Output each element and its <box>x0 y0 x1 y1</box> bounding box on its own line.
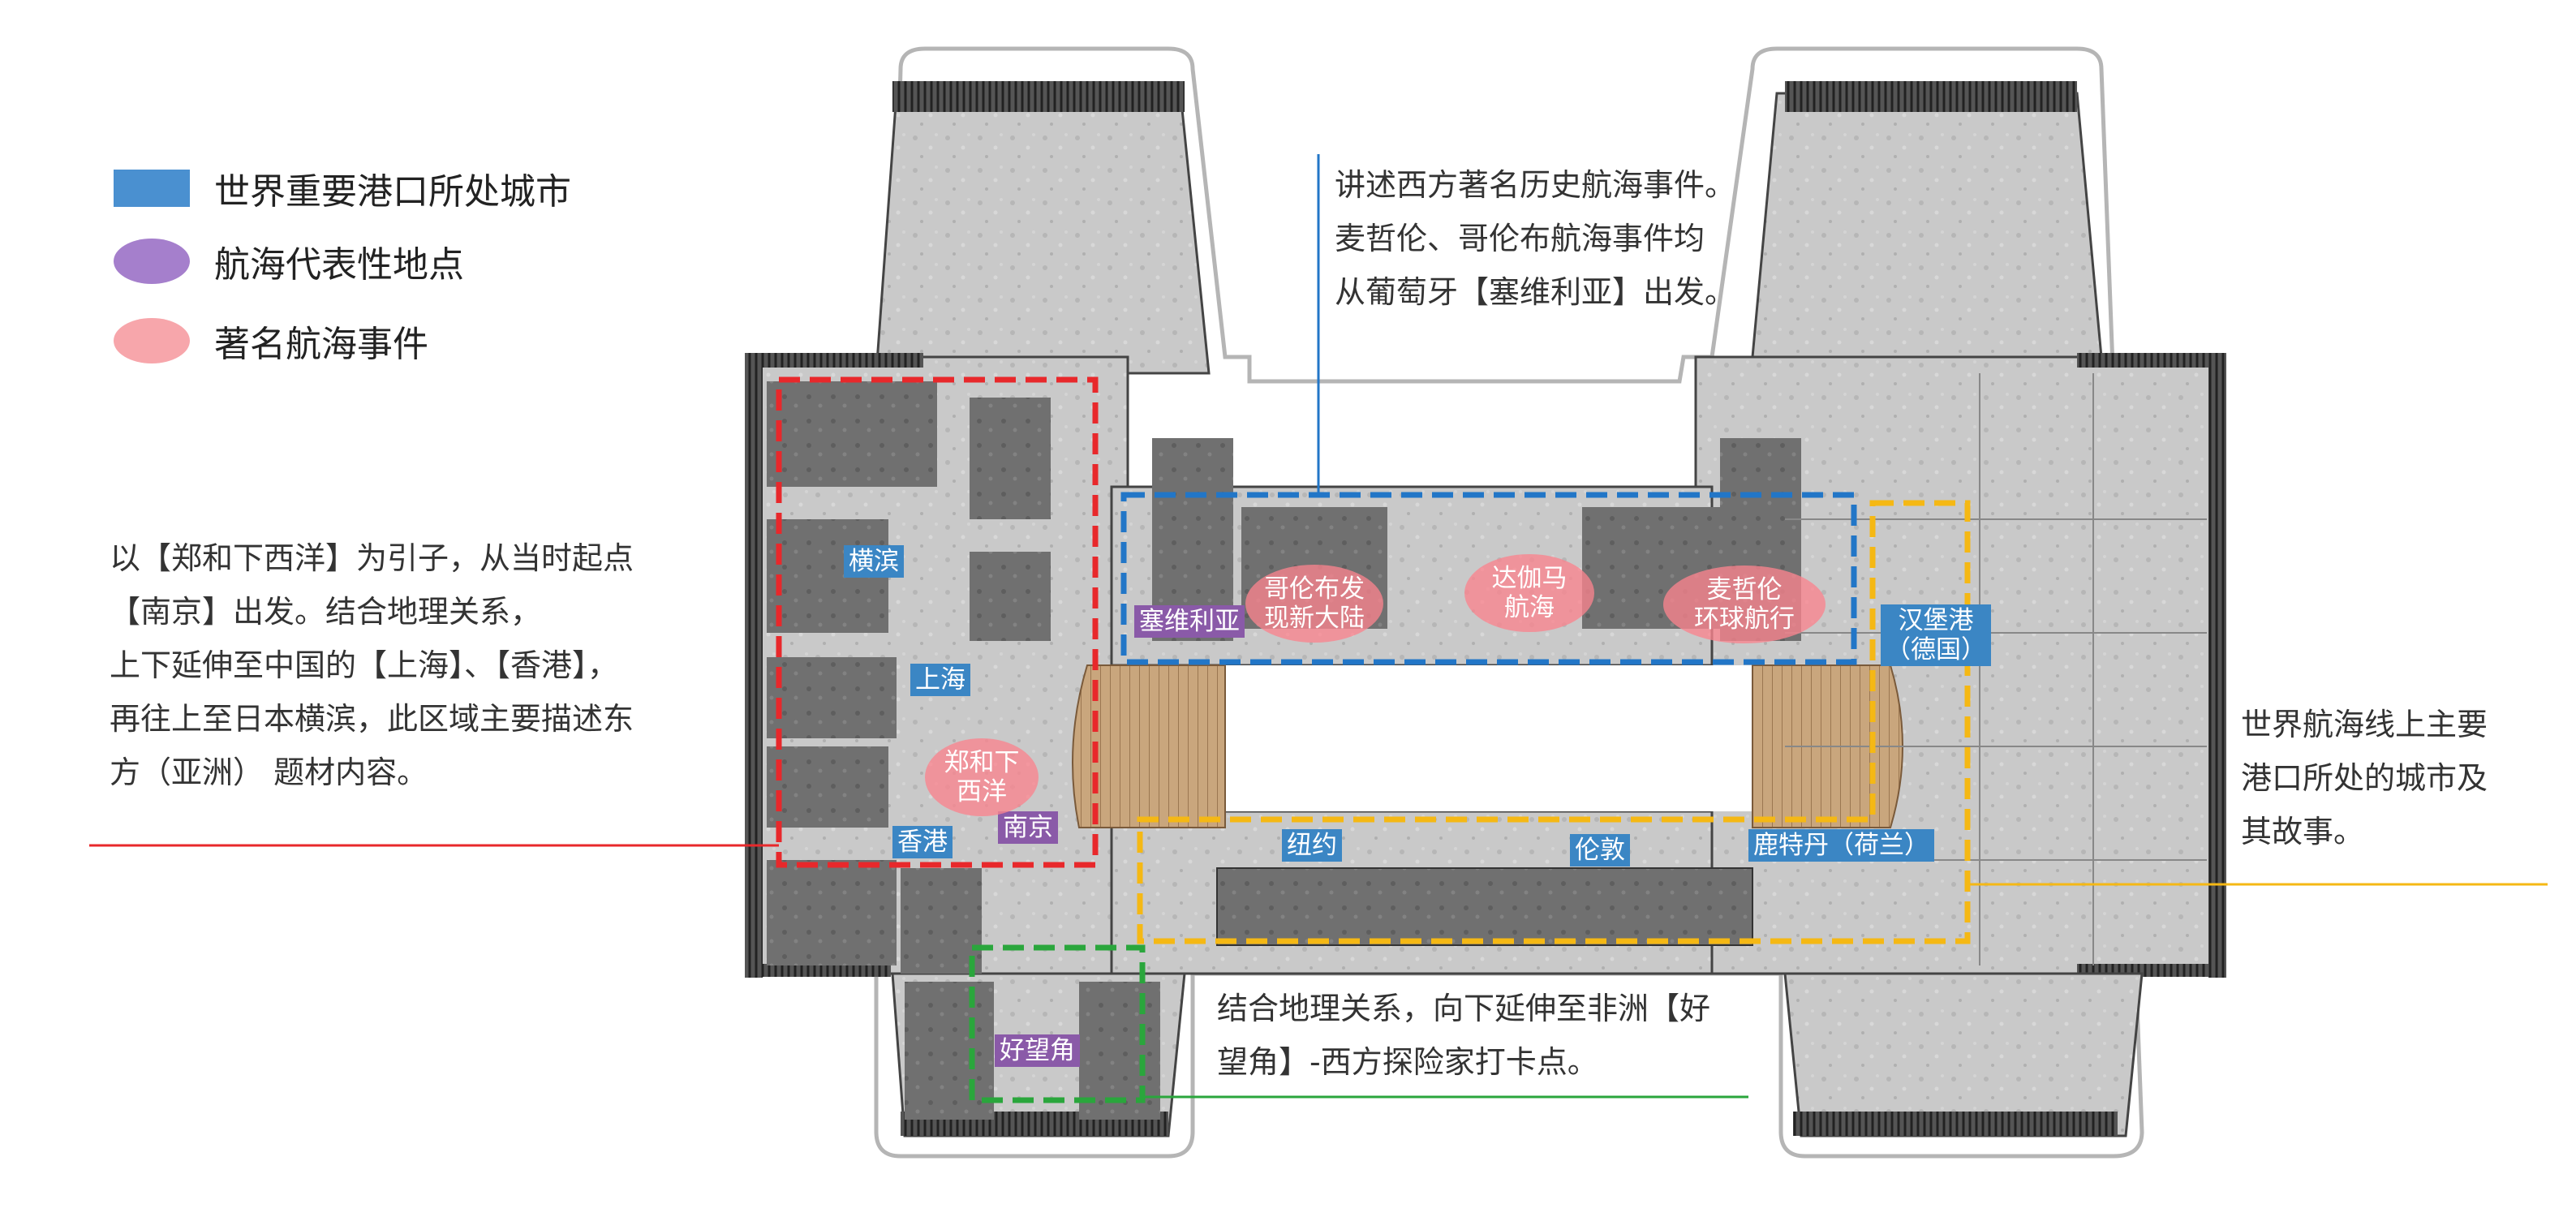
zone-blue-seville <box>1120 492 1857 665</box>
place-label-cape: 好望角 <box>995 1034 1080 1067</box>
legend-label: 世界重要港口所处城市 <box>214 171 571 213</box>
wing-top-left <box>875 81 1211 375</box>
event-text-line: 现新大陆 <box>1264 604 1365 633</box>
annotation-line: 望角】-西方探险家打卡点。 <box>1217 1044 1598 1080</box>
city-label-yokohama: 横滨 <box>844 545 904 578</box>
annotation-line: 结合地理关系，向下延伸至非洲【好 <box>1217 991 1711 1026</box>
place-label-seville: 塞维利亚 <box>1134 605 1245 638</box>
annotation-line: 再往上至日本横滨，此区域主要描述东 <box>110 701 634 737</box>
legend-item-port-city: 世界重要港口所处城市 <box>114 162 571 214</box>
event-text-line: 西洋 <box>957 777 1007 806</box>
annotation-line: 其故事。 <box>2241 814 2365 849</box>
event-text-line: 麦哲伦 <box>1706 575 1783 604</box>
event-magellan: 麦哲伦 环球航行 <box>1663 565 1826 643</box>
annotation-line: 讲述西方著名历史航海事件。 <box>1335 167 1736 203</box>
annotation-line: 方（亚洲） 题材内容。 <box>110 755 428 790</box>
zone-green-cape <box>969 944 1146 1103</box>
event-columbus: 哥伦布发 现新大陆 <box>1245 565 1383 643</box>
legend-item-famous-event: 著名航海事件 <box>114 315 428 367</box>
legend-swatch-rect <box>114 170 190 207</box>
annotation-line: 【南京】出发。结合地理关系， <box>110 594 542 630</box>
annotation-bottom: 结合地理关系，向下延伸至非洲【好 望角】-西方探险家打卡点。 <box>1217 982 1710 1089</box>
zone-yellow-ports <box>1137 500 1971 944</box>
building-outline <box>874 46 2144 1159</box>
annotation-line: 世界航海线上主要 <box>2241 707 2488 742</box>
atrium <box>1217 665 1761 811</box>
event-zhenghe: 郑和下 西洋 <box>925 738 1039 816</box>
event-text-line: 环球航行 <box>1694 604 1795 634</box>
city-label-london: 伦敦 <box>1570 834 1630 867</box>
annotation-line: 麦哲伦、哥伦布航海事件均 <box>1335 221 1705 256</box>
city-label-line: （德国） <box>1886 635 1986 664</box>
city-label-hongkong: 香港 <box>892 826 953 858</box>
legend-label: 航海代表性地点 <box>214 244 464 286</box>
city-label-hamburg: 汉堡港 （德国） <box>1881 604 1991 666</box>
city-label-rotterdam: 鹿特丹（荷兰） <box>1748 829 1934 862</box>
legend-swatch-ellipse <box>114 318 190 363</box>
annotation-right: 世界航海线上主要 港口所处的城市及 其故事。 <box>2241 698 2488 858</box>
event-text-line: 航海 <box>1504 593 1555 622</box>
zone-red-asia <box>776 376 1099 868</box>
annotation-line: 上下延伸至中国的【上海】、【香港】， <box>110 647 619 683</box>
legend-item-nautical-place: 航海代表性地点 <box>114 235 464 287</box>
annotation-line: 港口所处的城市及 <box>2241 760 2488 796</box>
city-label-line: 汉堡港 <box>1898 606 1974 635</box>
city-label-shanghai: 上海 <box>910 664 970 696</box>
place-label-nanjing: 南京 <box>998 811 1058 844</box>
legend-swatch-ellipse <box>114 239 190 284</box>
event-dagama: 达伽马 航海 <box>1464 554 1594 632</box>
city-label-newyork: 纽约 <box>1282 829 1342 862</box>
annotation-left: 以【郑和下西洋】为引子，从当时起点 【南京】出发。结合地理关系， 上下延伸至中国… <box>110 531 634 799</box>
event-text-line: 达伽马 <box>1491 564 1568 593</box>
wing-top-right <box>1751 81 2103 359</box>
annotation-line: 从葡萄牙【塞维利亚】出发。 <box>1335 274 1736 310</box>
rooms-left <box>767 381 1051 974</box>
legend-label: 著名航海事件 <box>214 324 428 365</box>
annotation-line: 以【郑和下西洋】为引子，从当时起点 <box>110 540 634 576</box>
event-text-line: 郑和下 <box>944 748 1020 777</box>
wing-bottom-right <box>1783 972 2144 1137</box>
annotation-top: 讲述西方著名历史航海事件。 麦哲伦、哥伦布航海事件均 从葡萄牙【塞维利亚】出发。 <box>1335 158 1735 319</box>
event-text-line: 哥伦布发 <box>1264 574 1365 604</box>
